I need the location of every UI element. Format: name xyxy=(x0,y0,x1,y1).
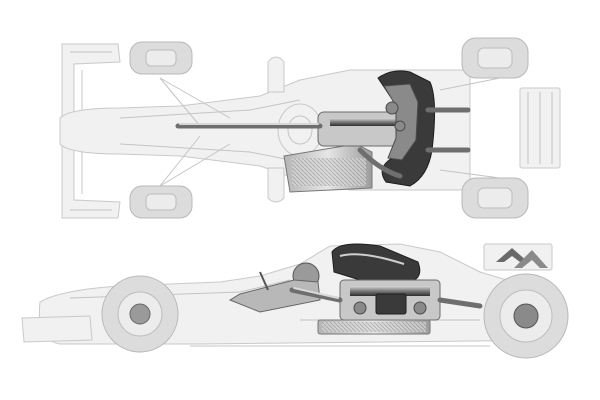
side-energy-store xyxy=(317,319,431,335)
side-rear-wing xyxy=(483,243,553,271)
top-rear-wing xyxy=(439,77,561,179)
side-power-unit xyxy=(289,279,483,321)
top-front-left-wheel xyxy=(129,41,193,75)
top-front-suspension xyxy=(159,77,231,187)
top-power-unit xyxy=(175,70,471,187)
side-front-wing xyxy=(21,315,93,343)
side-airbox xyxy=(331,243,421,283)
top-rear-right-wheel xyxy=(461,177,529,219)
top-view xyxy=(59,37,561,219)
side-rear-wheel xyxy=(483,273,569,359)
side-view xyxy=(21,243,569,359)
top-front-right-wheel xyxy=(129,185,193,219)
side-front-wheel xyxy=(101,275,179,353)
top-rear-left-wheel xyxy=(461,37,529,79)
